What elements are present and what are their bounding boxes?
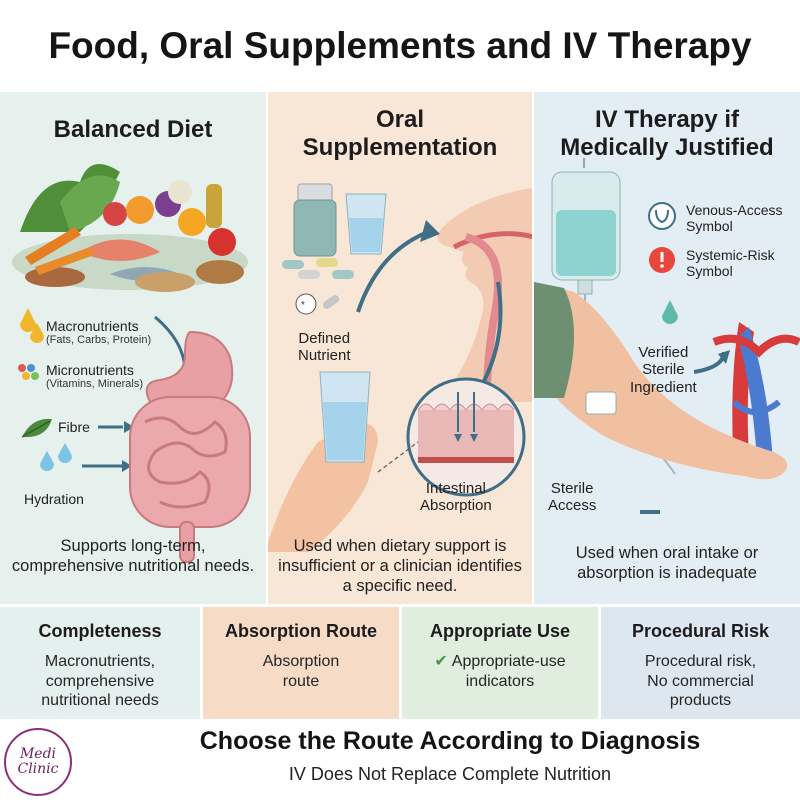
intestinal-absorption-label: Intestinal Absorption	[420, 480, 492, 515]
bottom-title: Choose the Route According to Diagnosis	[199, 727, 701, 755]
iv-therapy-description: Used when oral intake or absorption is i…	[575, 544, 759, 582]
oral-supplementation-panel: *	[268, 92, 532, 604]
molecule-icon: *	[295, 293, 340, 315]
balanced-diet-heading: Balanced Diet	[53, 116, 213, 143]
food-pile-icon	[12, 164, 248, 292]
fibre-label: Fibre	[58, 419, 90, 435]
checkmark-icon: ✔	[434, 653, 448, 670]
systemic-risk-symbol-icon	[649, 247, 675, 273]
medi-clinic-logo: Medi Clinic	[4, 728, 72, 796]
digestive-system-icon	[129, 330, 251, 563]
completeness-card-heading: Completeness	[38, 621, 162, 641]
intestinal-absorption-icon	[377, 377, 526, 497]
comparison-cards: Completeness Macronutrients, comprehensi…	[0, 607, 800, 719]
iv-therapy-heading: IV Therapy if Medically Justified	[560, 106, 774, 162]
svg-text:*: *	[301, 300, 305, 311]
completeness-card-body: Macronutrients, comprehensive nutritiona…	[41, 653, 159, 710]
venous-access-symbol-icon	[648, 202, 676, 230]
arm-icon	[534, 282, 788, 480]
appropriate-use-card-heading: Appropriate Use	[429, 621, 571, 641]
water-drops-icon	[40, 443, 72, 471]
procedural-risk-card-body: Procedural risk, No commercial products	[644, 653, 757, 710]
hydration-label: Hydration	[24, 491, 84, 507]
procedural-risk-card: Procedural Risk Procedural risk, No comm…	[601, 607, 800, 719]
verified-sterile-ingredient-label: Verified Sterile Ingredient	[630, 344, 697, 396]
iv-therapy-panel: IV Therapy if Medically Justified Venous…	[534, 92, 800, 604]
absorption-route-card-heading: Absorption Route	[225, 621, 377, 641]
sterile-access-label: Sterile Access	[548, 480, 597, 515]
blood-vessels-icon	[712, 322, 800, 477]
procedural-risk-card-heading: Procedural Risk	[631, 621, 770, 641]
absorption-route-card: Absorption Route Absorption route	[203, 607, 399, 719]
micronutrients-label: Micronutrients (Vitamins, Minerals)	[46, 362, 143, 391]
macronutrient-drops-icon	[20, 308, 44, 343]
micronutrient-dots-icon	[18, 364, 39, 380]
defined-nutrient-label: Defined Nutrient	[298, 330, 351, 365]
systemic-risk-label: Systemic-Risk Symbol	[686, 247, 775, 280]
page-title: Food, Oral Supplements and IV Therapy	[48, 25, 752, 66]
oral-supplementation-heading: Oral Supplementation	[302, 106, 498, 162]
oral-supplementation-illustration: *	[268, 183, 532, 552]
water-glass-icon	[345, 193, 387, 255]
balanced-diet-illustration	[12, 164, 251, 563]
capsules-icon	[282, 258, 354, 279]
absorption-route-card-body: Absorption route	[262, 653, 340, 690]
iv-therapy-illustration	[534, 158, 800, 514]
appropriate-use-card: Appropriate Use ✔Appropriate-use indicat…	[402, 607, 598, 719]
pill-bottle-icon	[293, 183, 337, 257]
appropriate-use-card-body: ✔Appropriate-use indicators	[434, 653, 566, 690]
balanced-diet-panel: Balanced Diet Macronutrients (Fats, Carb…	[0, 92, 266, 604]
oral-supplementation-description: Used when dietary support is insufficien…	[278, 537, 522, 595]
sterile-drop-icon	[662, 300, 678, 324]
hand-with-glass-icon	[268, 371, 378, 552]
completeness-card: Completeness Macronutrients, comprehensi…	[0, 607, 200, 719]
bottom-subtitle: IV Does Not Replace Complete Nutrition	[288, 764, 612, 784]
balanced-diet-description: Supports long-term, comprehensive nutrit…	[11, 537, 255, 575]
fibre-leaf-icon	[21, 418, 52, 438]
macronutrients-label: Macronutrients (Fats, Carbs, Protein)	[46, 318, 152, 347]
venous-access-label: Venous-Access Symbol	[686, 202, 783, 235]
